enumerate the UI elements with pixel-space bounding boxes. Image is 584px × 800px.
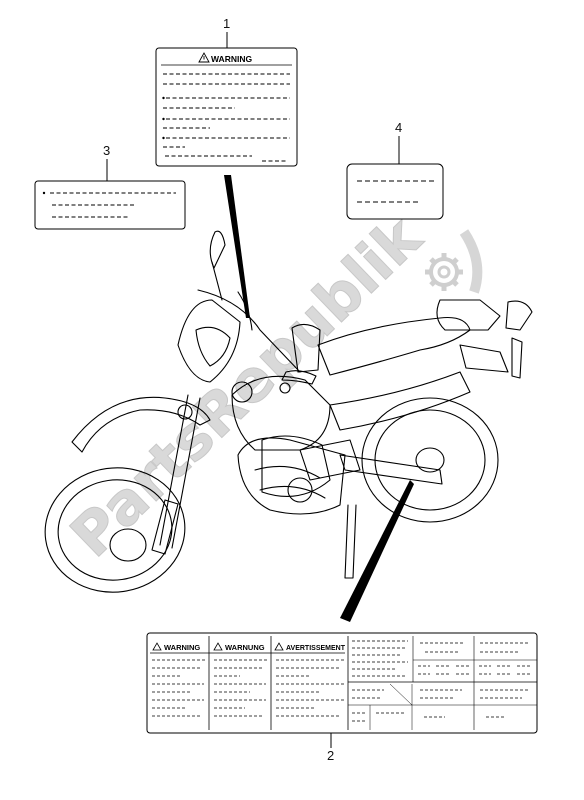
gear-icon <box>425 229 483 294</box>
callout-3: 3 <box>103 143 110 181</box>
label-1: WARNING <box>155 47 298 167</box>
label-2-heading-de: WARNUNG <box>225 643 265 652</box>
label-4 <box>346 163 444 220</box>
motorcycle-outline <box>44 230 533 593</box>
warning-triangle-icon <box>213 642 223 651</box>
label-3 <box>34 180 186 230</box>
callout-number-1: 1 <box>223 16 230 31</box>
warning-triangle-icon <box>274 642 284 651</box>
watermark: PartsRepublik <box>57 202 483 571</box>
label-2-heading-en: WARNING <box>164 643 200 652</box>
label-2-heading-fr: AVERTISSEMENT <box>286 645 346 652</box>
label-2: WARNING WARNUNG AVERTISSEMENT <box>146 632 538 734</box>
callout-number-3: 3 <box>103 143 110 158</box>
watermark-text: PartsRepublik <box>57 202 434 570</box>
callout-4: 4 <box>395 120 402 164</box>
callout-number-2: 2 <box>327 748 334 763</box>
callout-1: 1 <box>223 16 230 48</box>
warning-triangle-icon <box>198 52 210 63</box>
label-1-heading: WARNING <box>211 54 252 64</box>
callout-2: 2 <box>327 733 334 763</box>
leader-label-1 <box>224 175 250 318</box>
leader-label-2 <box>340 480 414 622</box>
warning-triangle-icon <box>152 642 162 651</box>
callout-number-4: 4 <box>395 120 402 135</box>
